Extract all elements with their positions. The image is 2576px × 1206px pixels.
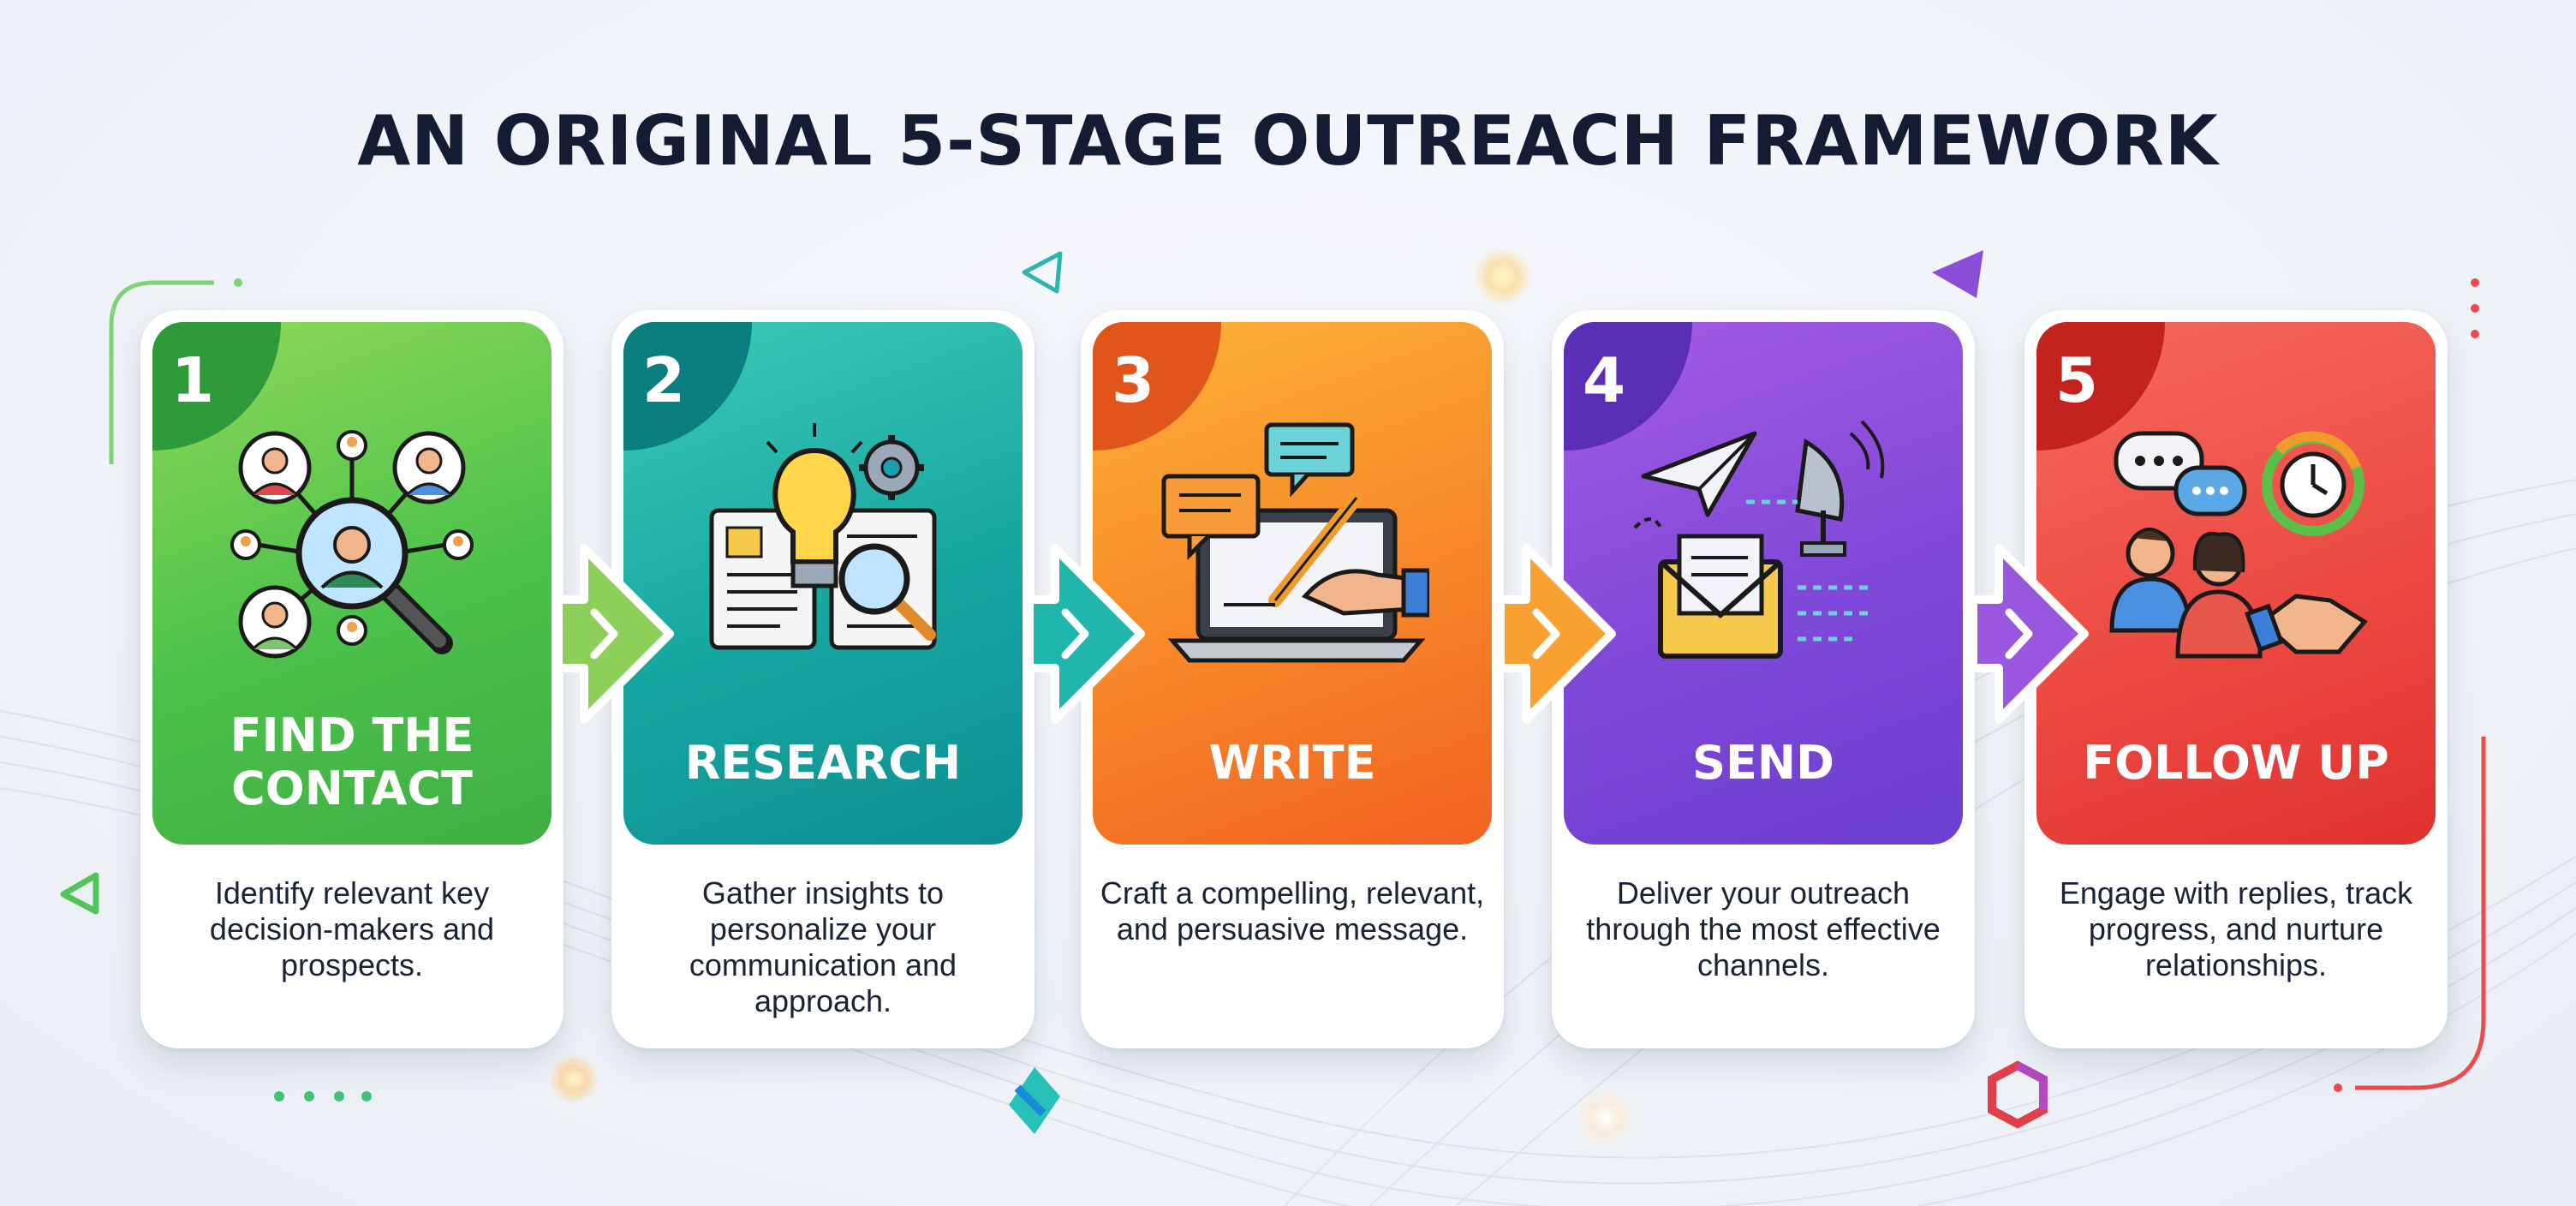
stage-title-line: CONTACT [231,761,473,815]
stage-panel: 4 SEND [1564,322,1963,845]
stage-description: Gather insights to personalize your comm… [689,875,957,1018]
stage-card-1: 1 FIND THE CONTACT [140,310,564,1048]
decor-glow [1576,1088,1636,1148]
stage-description: Engage with replies, track progress, and… [2059,875,2413,982]
stage-number: 2 [642,344,686,416]
connector-arrow-1 [554,544,674,724]
lightbulb-research-icon [709,423,937,650]
decor-dots-top-right [2471,278,2479,338]
stage-description: Craft a compelling, relevant, and persua… [1100,875,1485,946]
chevron-right-icon [1061,608,1089,660]
decor-hexagon-icon [1988,1060,2048,1129]
chevron-right-icon [1532,608,1560,660]
stage-title-line: FIND THE [230,708,474,762]
decor-glow [1473,247,1533,307]
stage-number: 4 [1583,344,1626,416]
send-envelope-icon [1633,420,1885,659]
decor-triangle-green-icon [60,872,99,915]
decor-left-bracket [109,278,242,464]
stage-title: RESEARCH [684,736,962,790]
stage-card-5: 5 FOLLOW UP Engage with replies, track p… [2024,310,2448,1048]
decor-dots-bottom-left [274,1091,372,1102]
stage-title: SEND [1692,736,1834,790]
stage-description: Deliver your outreach through the most e… [1586,875,1941,982]
decor-chevron-teal-icon [1009,1067,1060,1134]
stage-number: 5 [2055,344,2099,416]
stage-card-2: 2 RESEARCH Gather insights to personaliz… [611,310,1035,1048]
stage-panel: 5 FOLLOW UP [2036,322,2436,845]
chevron-right-icon [2005,608,2033,660]
decor-triangle-filled-icon [1932,250,1983,298]
stage-panel: 1 FIND THE CONTACT [152,322,552,845]
stage-card-4: 4 SEND Deliver your outreach through the… [1552,310,1975,1048]
chevron-right-icon [590,608,618,660]
people-search-icon [230,430,474,659]
stage-panel: 2 RESEARCH [623,322,1023,845]
page-title: AN ORIGINAL 5-STAGE OUTREACH FRAMEWORK [357,101,2219,181]
stage-card-3: 3 WRITE Craft a compelling, relevant, an… [1081,310,1504,1048]
connector-arrow-3 [1496,544,1616,724]
stage-title: FOLLOW UP [2083,736,2389,790]
laptop-writing-icon [1161,422,1429,663]
stage-title: FIND THE CONTACT [152,709,552,815]
connector-arrow-4 [1969,544,2089,724]
stage-title: WRITE [1208,736,1376,790]
decor-glow [548,1054,599,1105]
decor-triangle-outline-icon [1022,251,1063,294]
handshake-followup-icon [2109,431,2368,659]
stage-number: 3 [1112,344,1155,416]
stage-panel: 3 WRITE [1093,322,1492,845]
stage-description: Identify relevant key decision-makers an… [209,875,495,982]
connector-arrow-2 [1025,544,1145,724]
stage-number: 1 [171,344,215,416]
decor-right-bracket [2334,737,2486,1092]
